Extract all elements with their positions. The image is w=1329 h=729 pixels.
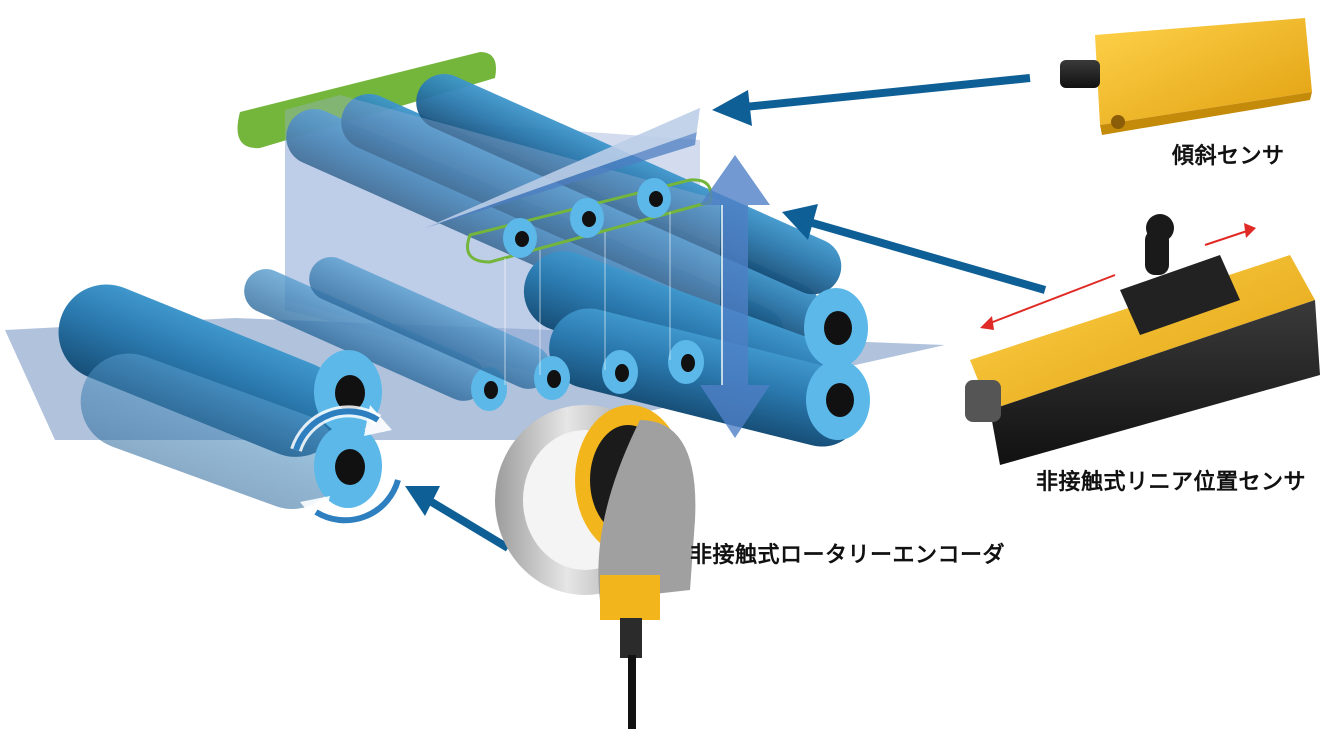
tilt-sensor-product — [1060, 18, 1312, 135]
rotation-arrows-icon — [290, 405, 404, 528]
right-rollers — [523, 251, 870, 447]
front-roller — [58, 284, 382, 510]
middle-rollers — [244, 257, 704, 411]
rotary-encoder-product — [495, 405, 696, 729]
tilt-wedge-icon — [425, 108, 703, 228]
pointer-arrows — [405, 74, 1047, 552]
double-arrow-icon — [700, 155, 770, 438]
tilt-sensor-label: 傾斜センサ — [1172, 144, 1285, 169]
linear-sensor-product — [965, 214, 1320, 465]
rotary-encoder-label: 非接触式ロータリーエンコーダ — [690, 543, 1006, 568]
linear-sensor-label: 非接触式リニア位置センサ — [1036, 470, 1307, 495]
